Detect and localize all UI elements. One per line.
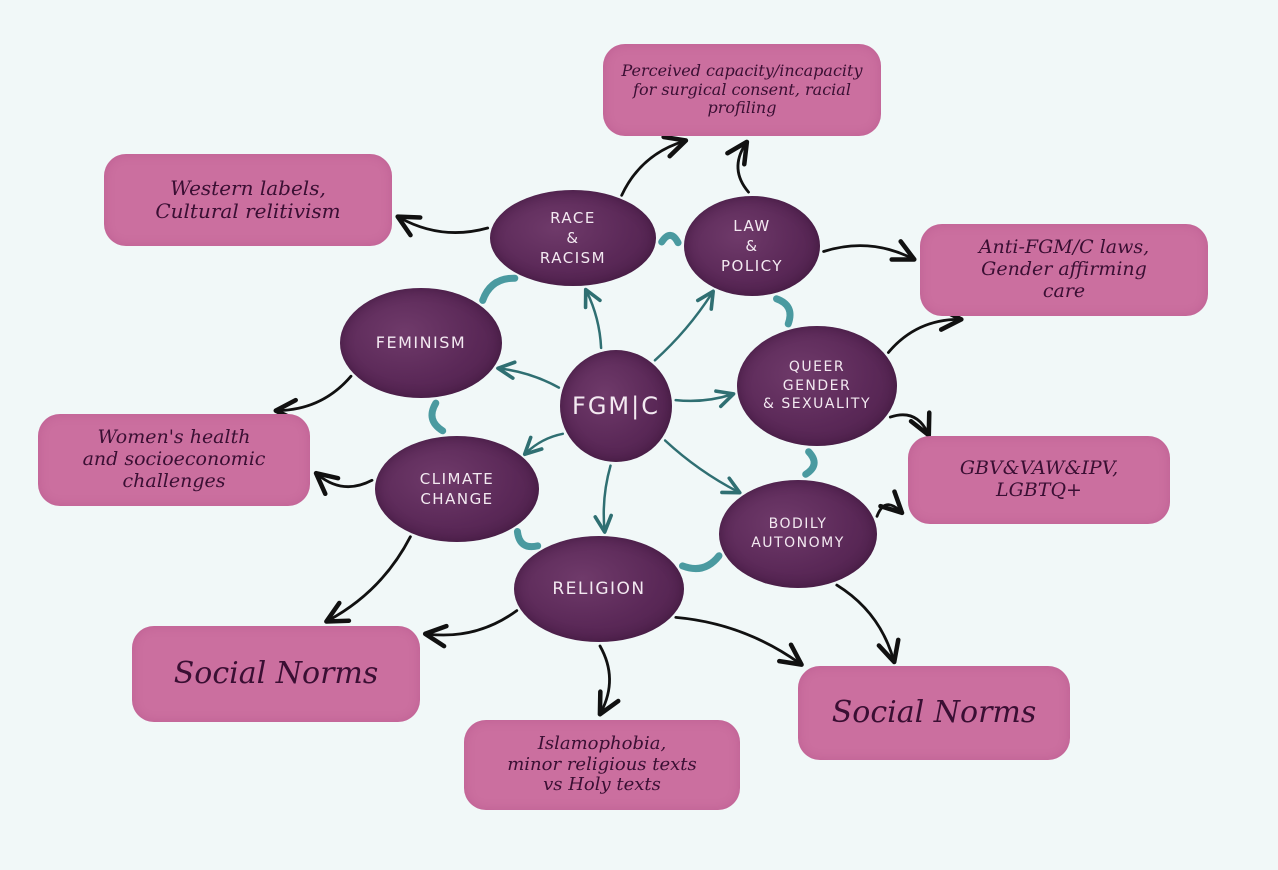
ring-connector-bodily-religion	[679, 552, 723, 572]
theme-queer-gender-sexuality: Queer Gender & Sexuality	[737, 326, 897, 446]
theme-climate-change: Climate Change	[375, 436, 539, 542]
ring-connector-feminism-race	[479, 274, 519, 304]
arrow-religion-to-social1	[422, 609, 519, 649]
outcome-western-labels: Western labels, Cultural relitivism	[104, 154, 392, 246]
theme-religion: Religion	[514, 536, 684, 642]
theme-feminism: Feminism	[340, 288, 502, 398]
arrow-climate-to-womens	[313, 470, 374, 497]
theme-race-racism: Race & Racism	[490, 190, 656, 286]
arrow-queer-to-antifgm	[887, 307, 964, 354]
theme-bodily-autonomy: Bodily Autonomy	[719, 480, 877, 588]
ring-connector-race-law	[658, 231, 682, 247]
outcome-islamophobia: Islamophobia, minor religious texts vs H…	[464, 720, 740, 810]
outcome-social-norms-right: Social Norms	[798, 666, 1070, 760]
ring-connector-climate-feminism	[428, 399, 447, 435]
arrow-climate-to-social1	[324, 535, 412, 624]
arrow-law-to-perceived	[725, 139, 750, 194]
arrow-fgmc-to-race	[583, 287, 603, 350]
arrow-race-to-perceived	[620, 134, 689, 197]
arrow-fgmc-to-law	[653, 289, 715, 362]
arrow-fgmc-to-queer	[674, 389, 736, 409]
outcome-perceived-capacity: Perceived capacity/incapacity for surgic…	[603, 44, 881, 136]
arrow-fgmc-to-climate	[522, 432, 565, 457]
outcome-social-norms-left: Social Norms	[132, 626, 420, 722]
ring-connector-religion-climate	[513, 528, 542, 551]
arrow-race-to-western	[395, 214, 490, 238]
arrow-religion-to-islamophobia	[597, 644, 621, 717]
arrow-queer-to-gbv	[888, 410, 932, 438]
arrow-fgmc-to-feminism	[496, 360, 561, 389]
arrow-law-to-antifgm	[822, 239, 917, 262]
arrow-feminism-to-womens	[273, 374, 353, 423]
outcome-womens-health: Women's health and socioeconomic challen…	[38, 414, 310, 506]
arrow-fgmc-to-religion	[593, 464, 613, 534]
arrow-bodily-to-social2	[835, 583, 901, 665]
outcome-gbv-lgbtq: GBV&VAW&IPV, LGBTQ+	[908, 436, 1170, 524]
theme-law-policy: Law & Policy	[684, 196, 820, 296]
outcome-anti-fgmc-laws: Anti-FGM/C laws, Gender affirming care	[920, 224, 1208, 316]
arrow-religion-to-social2	[674, 616, 804, 667]
center-fgmc: FGM|C	[560, 350, 672, 462]
ring-connector-law-queer	[773, 295, 794, 328]
ring-connector-queer-bodily	[802, 448, 818, 478]
arrow-fgmc-to-bodily	[663, 439, 742, 495]
arrow-bodily-to-gbv	[875, 489, 905, 518]
